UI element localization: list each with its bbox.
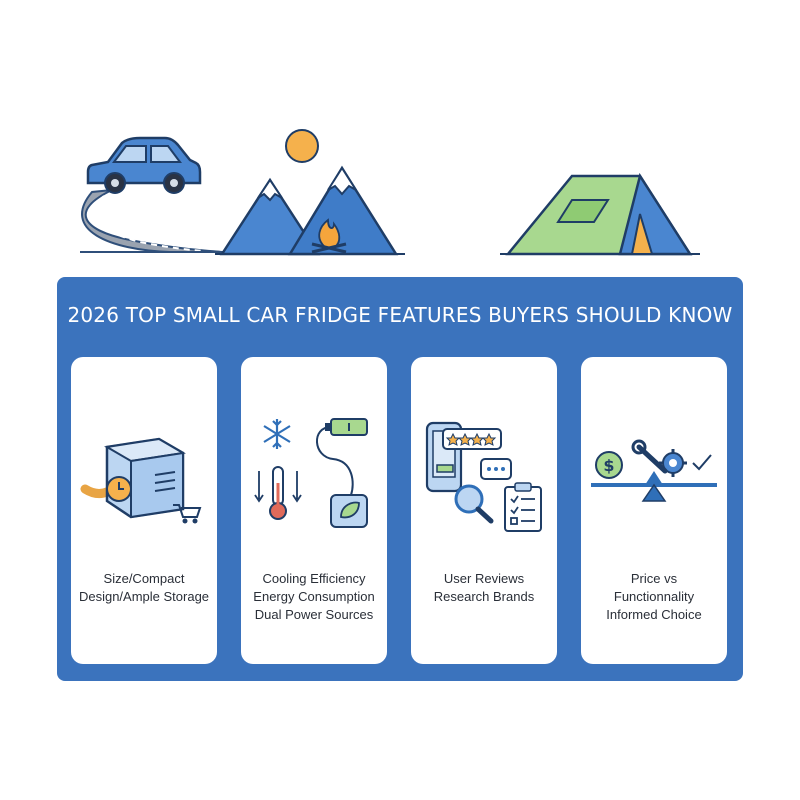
feature-card-text: User Reviews Research Brands (433, 571, 535, 604)
mountains-illustration (215, 165, 405, 256)
feature-card-price: $ Price vs Functionnality Informed Choic… (581, 357, 727, 664)
page-title: 2026 TOP SMALL CAR FRIDGE FEATURES BUYER… (67, 303, 733, 327)
svg-text:$: $ (603, 456, 614, 475)
fridge-box-icon (80, 437, 202, 524)
balance-scale-icon: $ (591, 439, 717, 502)
feature-card-text: Cooling Efficiency Energy Consumption Du… (253, 571, 375, 622)
campfire-illustration (311, 218, 347, 254)
feature-card-cooling: Cooling Efficiency Energy Consumption Du… (241, 357, 387, 664)
car-illustration (86, 136, 202, 194)
tent-illustration (500, 172, 700, 256)
sun-illustration (285, 129, 319, 163)
snowflake-thermometer-battery-icon (254, 418, 368, 528)
feature-card-text: Price vs Functionnality Informed Choice (606, 571, 702, 622)
features-panel: 2026 TOP SMALL CAR FRIDGE FEATURES BUYER… (57, 277, 743, 681)
feature-card-text: Size/Compact Design/Ample Storage (78, 571, 210, 604)
feature-card-size: Size/Compact Design/Ample Storage (71, 357, 217, 664)
feature-card-reviews: User Reviews Research Brands (411, 357, 557, 664)
phone-reviews-magnifier-icon (425, 421, 542, 532)
road-illustration (80, 189, 230, 253)
